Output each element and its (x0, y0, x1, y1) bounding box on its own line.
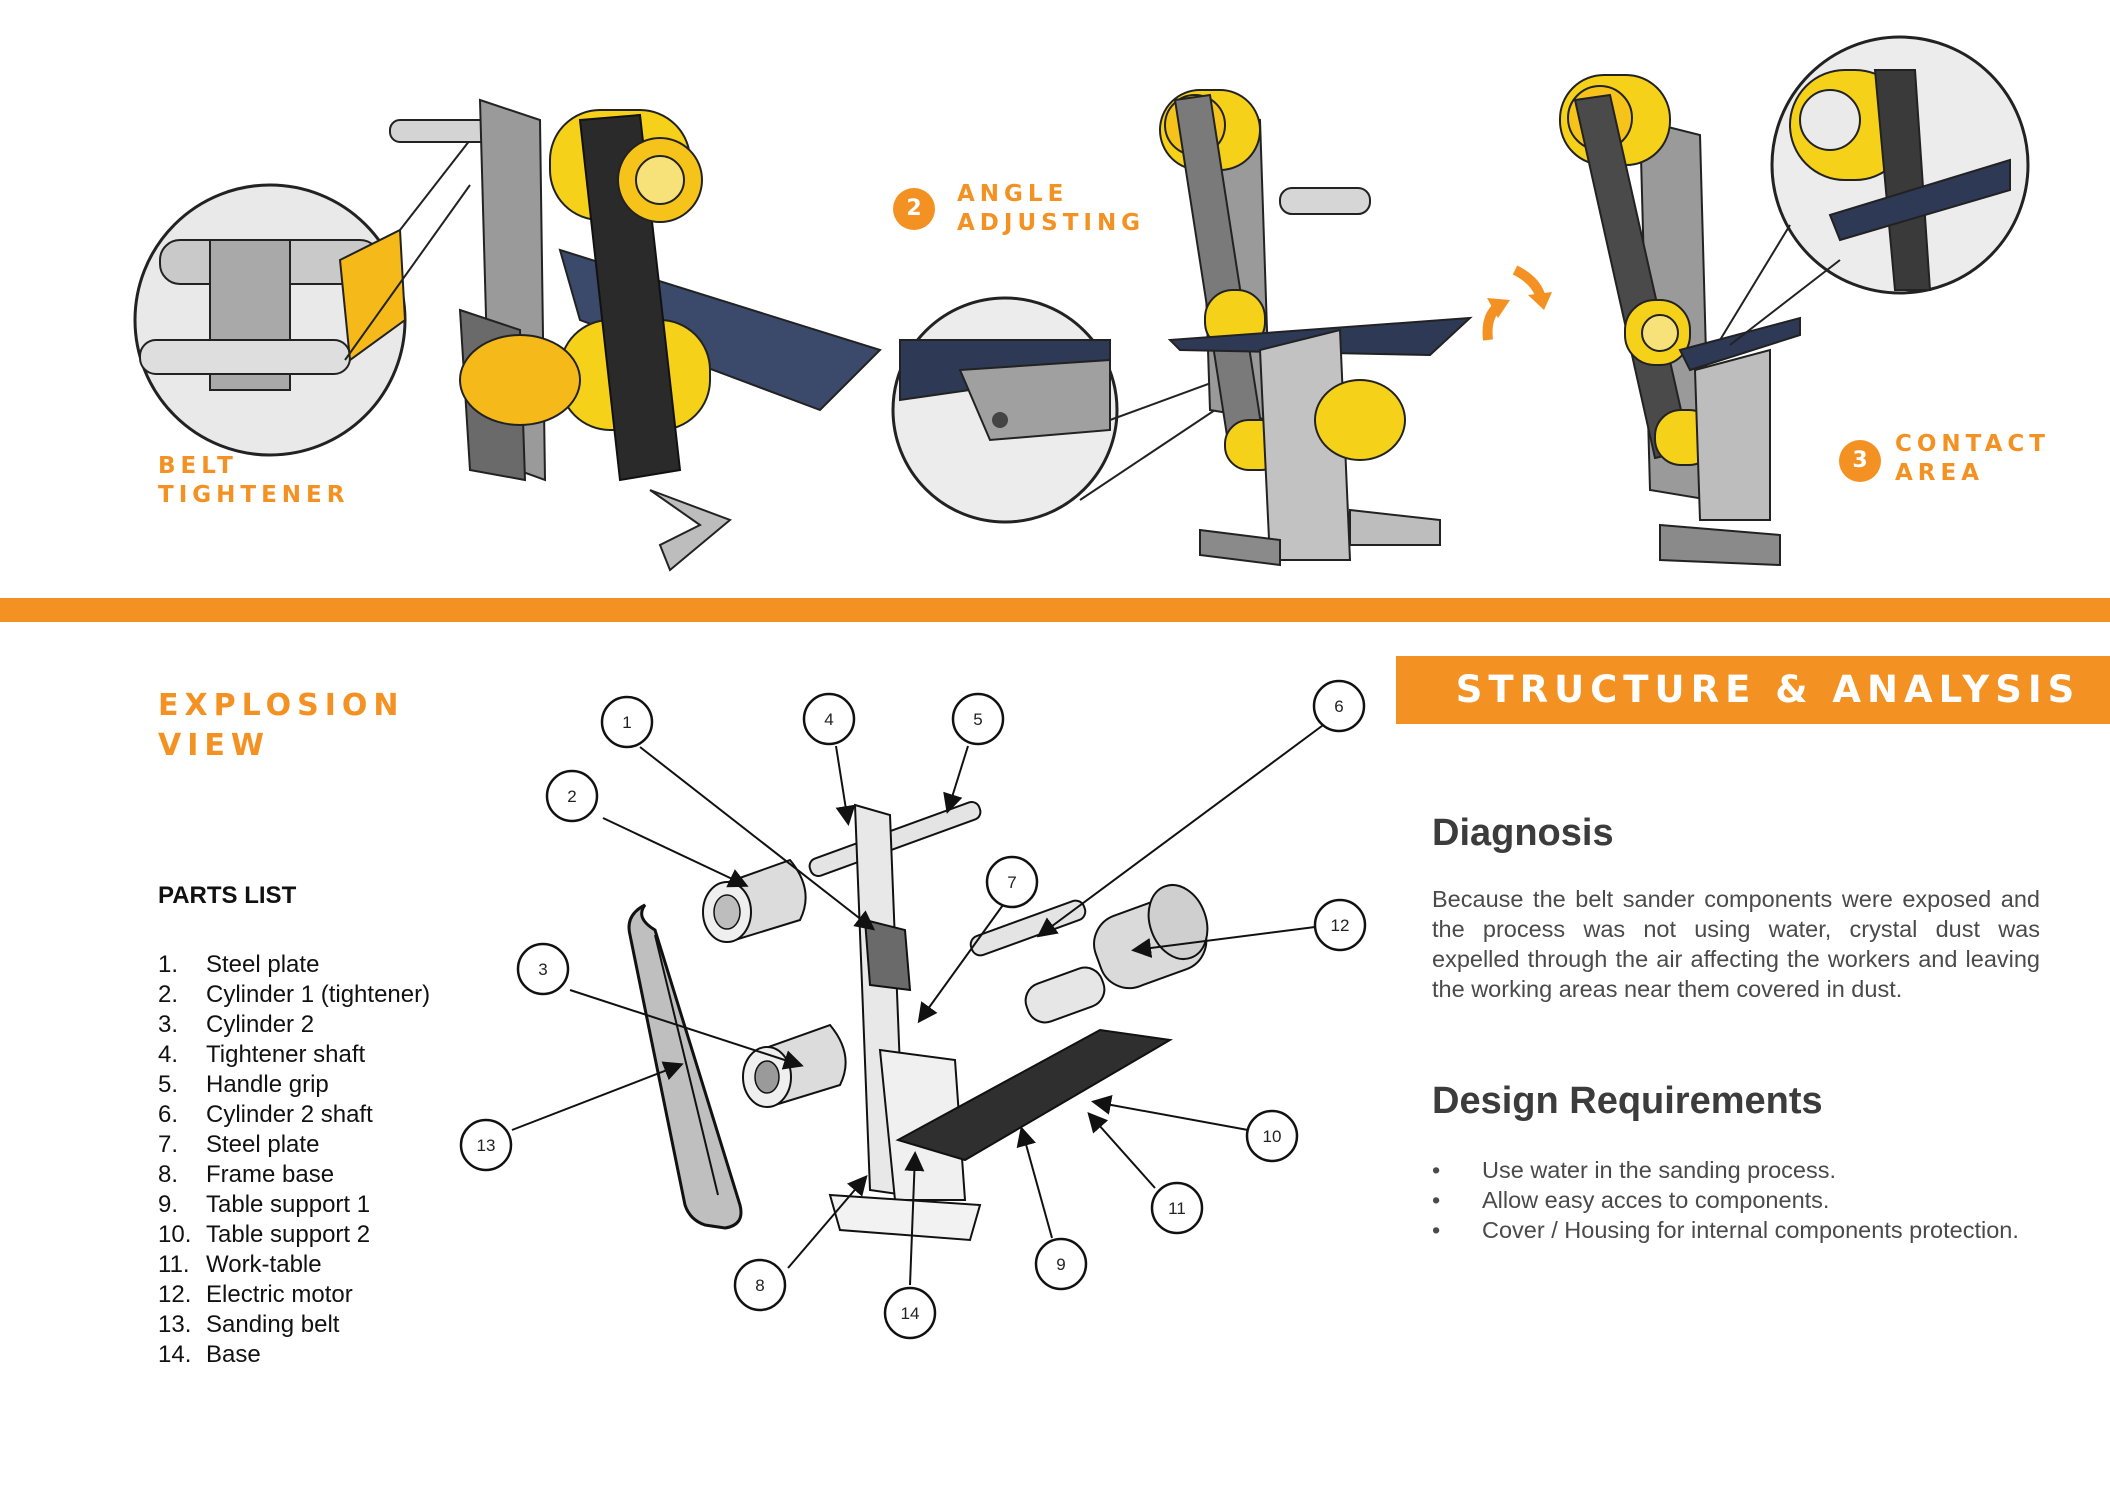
callout-7: 7 (985, 855, 1039, 909)
svg-text:7: 7 (1007, 873, 1016, 892)
svg-text:5: 5 (973, 710, 982, 729)
parts-list-item: 10.Table support 2 (158, 1221, 371, 1248)
part-electric-motor (1024, 884, 1209, 1024)
illustration-belt-tightener (133, 98, 882, 572)
parts-list-item: 8.Frame base (158, 1161, 335, 1188)
callout-5: 5 (951, 692, 1005, 746)
explosion-line-2: VIEW (158, 728, 270, 763)
angle-adjusting-label: ANGLE ADJUSTING (957, 180, 1145, 238)
illustration-angle-adjusting (891, 89, 1552, 567)
parts-list-item: 5.Handle grip (158, 1071, 329, 1098)
explosion-line-1: EXPLOSION (158, 688, 405, 723)
callout-8: 8 (733, 1258, 787, 1312)
part-cylinder-2 (742, 1023, 847, 1108)
requirement-item: Use water in the sanding process. (1432, 1155, 2042, 1185)
contact-area-line-1: CONTACT (1895, 431, 2050, 457)
svg-text:14: 14 (901, 1304, 920, 1323)
angle-adjusting-line-1: ANGLE (957, 181, 1069, 207)
contact-area-label: CONTACT AREA (1895, 430, 2050, 488)
parts-list-item: 2.Cylinder 1 (tightener) (158, 981, 431, 1008)
requirement-item: Allow easy acces to components. (1432, 1185, 2042, 1215)
belt-tightener-line-2: TIGHTENER (158, 481, 350, 508)
parts-list-item: 3.Cylinder 2 (158, 1011, 315, 1038)
design-requirements-title: Design Requirements (1432, 1080, 1823, 1122)
part-frame (808, 801, 982, 1242)
step-2-badge: 2 (893, 188, 935, 230)
callout-3: 3 (516, 942, 570, 996)
callout-6: 6 (1312, 679, 1366, 733)
belt-tightener-line-1: BELT (158, 453, 238, 479)
orange-divider (0, 598, 2110, 622)
parts-list-item: 6.Cylinder 2 shaft (158, 1101, 373, 1128)
callout-11: 11 (1150, 1181, 1204, 1235)
requirement-item: Cover / Housing for internal components … (1432, 1215, 2042, 1245)
callout-14: 14 (883, 1286, 937, 1340)
svg-text:11: 11 (1168, 1199, 1186, 1218)
callout-9: 9 (1034, 1237, 1088, 1291)
parts-list-item: 7.Steel plate (158, 1131, 320, 1158)
callout-10: 10 (1245, 1109, 1299, 1163)
angle-adjusting-line-2: ADJUSTING (957, 209, 1146, 236)
svg-text:10: 10 (1263, 1127, 1282, 1146)
svg-text:3: 3 (538, 960, 547, 979)
parts-list-item: 14.Base (158, 1341, 261, 1368)
diagnosis-text: Because the belt sander components were … (1432, 886, 2040, 1002)
parts-list-item: 4.Tightener shaft (158, 1041, 366, 1068)
svg-text:2: 2 (567, 787, 576, 806)
parts-list-item: 11.Work-table (158, 1251, 322, 1278)
callout-1: 1 (600, 695, 654, 749)
svg-text:4: 4 (824, 710, 833, 729)
callout-13: 13 (459, 1118, 513, 1172)
callout-4: 4 (802, 692, 856, 746)
svg-text:9: 9 (1056, 1255, 1065, 1274)
svg-text:6: 6 (1334, 697, 1343, 716)
part-work-table (895, 1028, 1173, 1162)
belt-tightener-label: BELT TIGHTENER (158, 452, 349, 510)
explosion-view-title: EXPLOSION VIEW (158, 686, 405, 766)
parts-list-item: 1.Steel plate (158, 951, 320, 978)
step-3-badge: 3 (1839, 440, 1881, 482)
callout-2: 2 (545, 769, 599, 823)
parts-list: 1.Steel plate 2.Cylinder 1 (tightener) 3… (158, 950, 430, 1370)
part-sanding-belt (627, 903, 743, 1230)
callout-12: 12 (1313, 898, 1367, 952)
svg-text:8: 8 (755, 1276, 764, 1295)
parts-list-title: PARTS LIST (158, 882, 297, 909)
svg-text:1: 1 (622, 713, 631, 732)
svg-text:12: 12 (1331, 916, 1350, 935)
structure-analysis-banner: STRUCTURE & ANALYSIS (1396, 656, 2110, 724)
requirements-list: Use water in the sanding process. Allow … (1432, 1155, 2042, 1245)
svg-text:13: 13 (477, 1136, 496, 1155)
parts-list-item: 12.Electric motor (158, 1281, 353, 1308)
parts-list-item: 13.Sanding belt (158, 1311, 340, 1338)
contact-area-line-2: AREA (1895, 459, 1985, 486)
diagnosis-title: Diagnosis (1432, 812, 1614, 854)
parts-list-item: 9.Table support 1 (158, 1191, 371, 1218)
illustration-contact-area (1559, 35, 2030, 567)
